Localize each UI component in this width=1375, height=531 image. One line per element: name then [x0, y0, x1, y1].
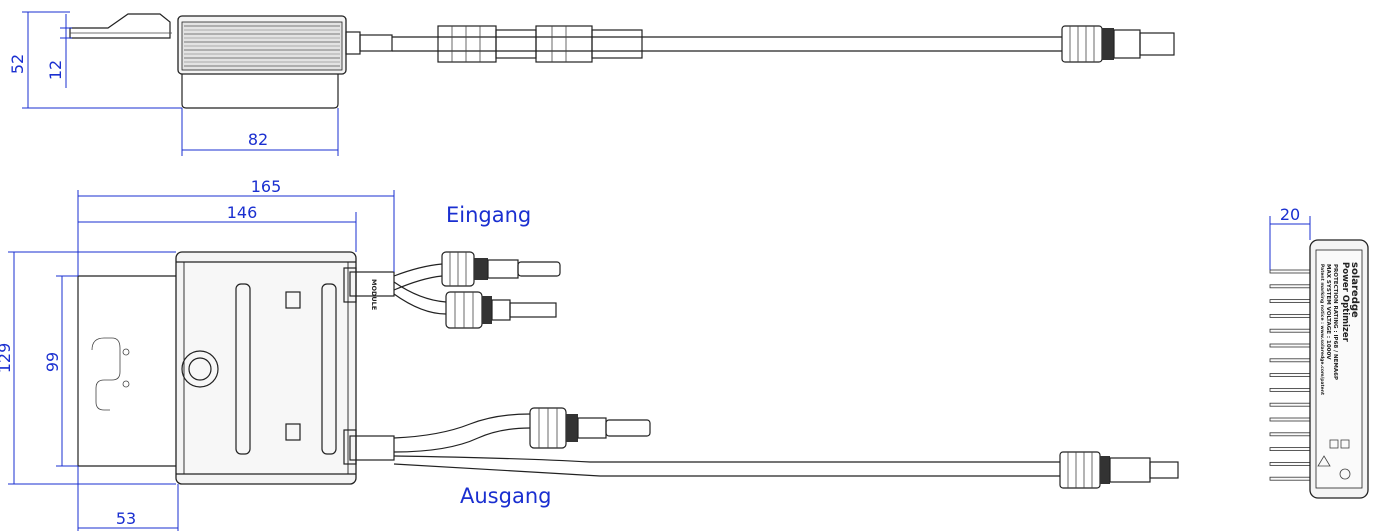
patent-line: Patent marking notice : www.solaredge.co…: [1319, 264, 1325, 396]
input-label: Eingang: [446, 203, 531, 227]
dim-plate-width: 53: [116, 509, 136, 528]
rating-line-1: PROTECTION RATING : IP68 / NEMA6P: [1332, 264, 1338, 380]
side-fin: [1269, 328, 1313, 333]
side-fin: [1269, 313, 1313, 318]
side-fin: [1269, 269, 1313, 274]
side-fin: [1269, 402, 1313, 407]
rating-line-2: MAX SYSTEM VOLTAGE : 1000V: [1325, 264, 1331, 360]
brand-text: solaredge: [1349, 262, 1360, 318]
product-text: Power Optimizer: [1340, 262, 1350, 343]
side-fin: [1269, 284, 1313, 289]
dim-total-length: 165: [251, 177, 282, 196]
side-view: solaredge Power Optimizer PROTECTION RAT…: [1269, 205, 1369, 499]
dim-plate-height: 99: [43, 352, 62, 372]
side-fin: [1269, 343, 1313, 348]
dim-top-width: 82: [248, 130, 268, 149]
dim-top-height: 52: [8, 54, 27, 74]
side-fin: [1269, 432, 1313, 437]
side-fin: [1269, 387, 1313, 392]
side-fin: [1269, 358, 1313, 363]
cable-tag: MODULE: [370, 279, 378, 310]
front-view: MODULE: [0, 177, 1179, 531]
dim-total-height: 129: [0, 343, 14, 374]
side-fin: [1269, 447, 1313, 452]
side-fin: [1269, 299, 1313, 304]
dim-top-bracket: 12: [46, 60, 65, 80]
side-fin: [1269, 476, 1313, 481]
side-fin: [1269, 417, 1313, 422]
certification-icons: [1317, 439, 1351, 480]
top-view: 52 12 82: [8, 11, 1175, 156]
side-fin: [1269, 461, 1313, 466]
output-label: Ausgang: [460, 484, 551, 508]
dim-body-length: 146: [227, 203, 258, 222]
dim-side-depth: 20: [1280, 205, 1300, 224]
side-fin: [1269, 373, 1313, 378]
